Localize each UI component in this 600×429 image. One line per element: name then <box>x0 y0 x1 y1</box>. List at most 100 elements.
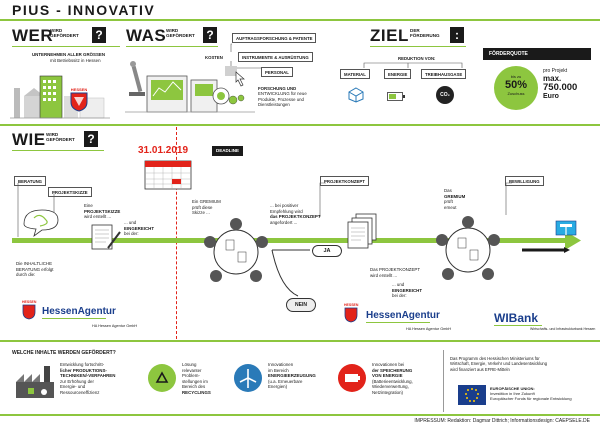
was-underline <box>126 46 218 47</box>
recycling-icon <box>148 364 176 392</box>
welche-2-line-4: stellungen im <box>182 378 208 384</box>
ziel-energie: ENERGIE <box>384 69 412 79</box>
gremium-meeting-illustration-2 <box>436 216 500 280</box>
welche-3-line-1: Innovationen <box>268 362 294 367</box>
welche-3-line-4: (u.a. Erneuerbare <box>268 378 303 384</box>
footer-divider <box>0 414 600 416</box>
empfehlung-text: ... bei positiver Empfehlung wird das PR… <box>270 203 321 225</box>
welche-1-line-6: Ressourceneffizienz <box>60 389 100 395</box>
wer-desc-2: mit Betriebssitz in Hessen <box>50 58 101 63</box>
wind-turbine-icon <box>234 364 262 392</box>
instrumente-box: INSTRUMENTE & AUSRÜSTUNG <box>238 52 313 62</box>
empfehlung-line-4: angefordert ... <box>270 219 298 225</box>
skizze-line-2: PROJEKTSKIZZE <box>84 208 121 214</box>
konzept-submit-1: ... und <box>392 282 405 287</box>
gremium-text-1: Ein GREMIUM prüft diese Skizze ... <box>192 199 221 216</box>
wie-sup-2: GEFÖRDERT <box>46 136 75 142</box>
wer-sup-2: GEFÖRDERT <box>50 32 79 38</box>
sketch-document-icon <box>91 224 121 250</box>
welche-2-line-2: relevanter <box>182 367 202 373</box>
gremium-text-2: Das GREMIUM prüft erneut <box>444 188 465 210</box>
beratung-line-1: Die INHALTLICHE <box>16 261 53 266</box>
factory-building-illustration <box>10 75 110 119</box>
pen-signature-icon <box>522 247 570 253</box>
hessen-agentur-logo-2: HessenAgentur <box>366 310 440 321</box>
gremium2-line-4: erneut <box>444 204 457 210</box>
zuschuss-label: Zuschuss <box>507 91 525 96</box>
pro-projekt-label: pro Projekt <box>543 68 568 74</box>
welche-2-line-1: Lösung <box>182 362 197 367</box>
welche-2-line-3: Problem- <box>182 373 200 378</box>
welche-1-line-4: zur Erhöhung der <box>60 378 94 384</box>
wer-qmark: ? <box>92 27 106 43</box>
forschung-line-1: FORSCHUNG UND <box>258 86 297 91</box>
welche-3-line-2: im Bereich <box>268 367 289 373</box>
welche-4-line-5: Wiederverwertung, <box>372 384 409 389</box>
wer-heading: WER <box>12 26 54 45</box>
skizze-submit-2: EINGEREICHT <box>124 225 155 231</box>
section-divider-1 <box>0 124 600 126</box>
welche-1-line-5: Energie- und <box>60 384 86 389</box>
eu-flag-icon <box>458 385 486 405</box>
welche-1-line-1: Entwicklung fortschritt- <box>60 362 105 367</box>
ziel-sup-1: DER <box>410 28 420 33</box>
hessen-agentur-rule-1 <box>42 318 106 319</box>
welche-2-line-5: Bereich des <box>182 384 206 389</box>
forschung-line-4: Dienstleistungen <box>258 102 290 108</box>
personal-box: PERSONAL <box>261 67 293 77</box>
ziel-underline <box>370 46 466 47</box>
section-divider-2 <box>0 340 600 342</box>
konzept-line-2: wird erstellt ... <box>370 272 398 278</box>
ziel-colon: : <box>450 27 464 43</box>
eu-title: EUROPÄISCHE UNION: <box>490 386 535 391</box>
calendar-icon <box>144 160 192 190</box>
reduktion-label: REDUKTION VON: <box>398 56 436 61</box>
co2-icon: CO₂ <box>436 86 454 104</box>
empfehlung-line-1: ... bei positiver <box>270 203 299 208</box>
wie-qmark: ? <box>84 131 98 147</box>
timeline-arrowhead <box>565 231 581 250</box>
wie-heading: WIE <box>12 130 46 149</box>
decision-arrows <box>271 249 310 297</box>
reduktion-connector <box>363 62 463 68</box>
hand-cursor-icon <box>235 71 245 87</box>
factory-icon <box>16 366 54 398</box>
konzept-line-1: Das PROJEKTKONZEPT <box>370 267 421 272</box>
welche-4-line-1: Innovationen bei <box>372 362 405 367</box>
foerderquote-header: FÖRDERQUOTE <box>483 48 591 60</box>
konzept-submit-2: EINGEREICHT <box>392 287 423 293</box>
energy-battery-icon <box>387 92 405 101</box>
hessen-small-label-2: HESSEN <box>344 303 359 307</box>
battery-icon <box>338 364 366 392</box>
hessen-agentur-logo-1: HessenAgentur <box>42 306 116 317</box>
gremium2-line-2: GREMIUM <box>444 193 466 199</box>
funding-line-2: Wirtschaft, Energie, Verkehr und Landese… <box>450 361 548 367</box>
deadline-badge: DEADLINE <box>212 146 244 156</box>
page-title: PIUS - INNOVATIV <box>12 2 156 18</box>
skizze-text-1: Eine PROJEKTSKIZZE wird erstellt ... <box>84 203 120 220</box>
ziel-sup-2: FÖRDERUNG <box>410 32 440 38</box>
ziel-treibhausgase: TREIBHAUSGASE <box>421 69 467 79</box>
welche-4-line-3: VON ENERGIE <box>372 373 403 378</box>
skizze-submit-1: ... und <box>124 220 137 225</box>
wer-sup: WIRD GEFÖRDERT <box>50 28 79 39</box>
skizze-text-2: ... und EINGEREICHT bei der: <box>124 220 154 237</box>
welche-item-2: Lösung relevanter Problem- stellungen im… <box>182 362 211 395</box>
skizze-line-3: wird erstellt ... <box>84 214 112 219</box>
konzept-text-2: ... und EINGEREICHT bei der: <box>392 282 422 299</box>
forschung-text: FORSCHUNG UND ENTWICKLUNG für neue Produ… <box>258 86 307 107</box>
auftrag-box: AUFTRAGSFORSCHUNG & PATENTE <box>232 33 317 43</box>
skizze-line-1: Eine <box>84 203 93 208</box>
consultation-illustration <box>23 209 59 238</box>
welche-4-line-4: (Batterieentwicklung, <box>372 378 413 384</box>
gremium1-line-1: Ein GREMIUM <box>192 199 221 204</box>
empfehlung-line-2: Empfehlung wird <box>270 208 303 214</box>
funding-divider <box>443 350 444 412</box>
hessen-logo-small-1: HESSEN <box>22 300 36 326</box>
welche-4-line-2: der SPEICHERUNG <box>372 367 413 373</box>
kosten-label: KOSTEN <box>205 55 223 60</box>
gremium2-line-3: prüft <box>444 199 453 204</box>
welche-2-line-6: RECYCLINGS <box>182 389 211 395</box>
welche-item-4: Innovationen bei der SPEICHERUNG VON ENE… <box>372 362 413 395</box>
hessen-logo-small-2: HESSEN <box>344 303 358 329</box>
